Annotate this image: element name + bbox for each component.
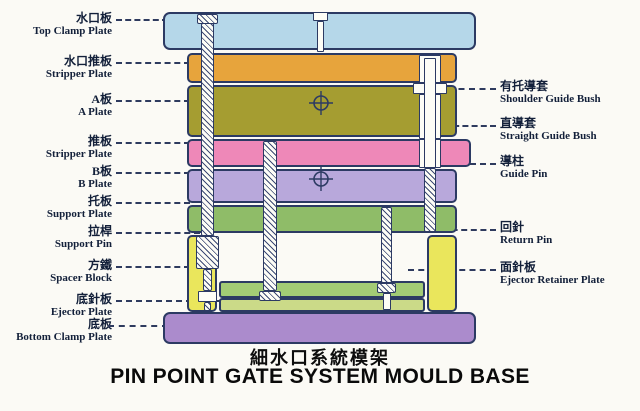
label-en: Shoulder Guide Bush [500,93,601,106]
label-en: Support Plate [46,208,112,221]
label-zh: 有托導套 [500,79,549,93]
top-stripper-plate [187,53,457,83]
label-en: B Plate [78,178,112,191]
label-zh: 回針 [500,220,525,234]
support-pin-lower-shaft [203,269,212,291]
label-zh: 水口板 [75,11,112,25]
guide-pin [424,168,436,232]
label-stripper-plate: 推板 Stripper Plate [45,134,112,161]
leader-support-pin [116,232,200,234]
label-zh: 底板 [87,317,112,331]
leader-top-clamp-plate [116,19,168,21]
label-zh: 方鐵 [87,258,112,272]
label-zh: 直導套 [500,116,537,130]
support-plate [187,205,457,233]
leader-ejector-plate [116,300,222,302]
label-zh: 底針板 [75,292,112,306]
leader-shoulder-guide-bush [448,88,496,90]
guide-pin-upper [424,58,436,168]
label-en: Bottom Clamp Plate [16,331,112,344]
leader-a-plate [116,100,190,102]
label-support-pin: 拉桿 Support Pin [54,224,112,251]
top-bolt-shaft [317,21,324,52]
spacer-block-right [427,235,457,312]
leader-bottom-clamp-plate [108,325,168,327]
title-english: PIN POINT GATE SYSTEM MOULD BASE [110,365,530,388]
label-b-plate: B板 B Plate [78,164,112,191]
label-shoulder-guide-bush: 有托導套 Shoulder Guide Bush [500,79,601,106]
label-ejector-retainer-plate: 面針板 Ejector Retainer Plate [500,260,605,287]
label-a-plate: A板 A Plate [78,92,112,119]
top-bolt-head [313,12,328,21]
leader-stripper-plate [116,142,190,144]
label-stripper-plate-top: 水口推板 Stripper Plate [45,54,112,81]
label-zh: 推板 [87,134,112,148]
ejector-plate [219,298,425,312]
return-pin-head [377,283,396,293]
support-pin-shoulder [196,236,219,269]
label-bottom-clamp-plate: 底板 Bottom Clamp Plate [16,317,112,344]
label-en: Return Pin [500,234,553,247]
center-mark-icon [309,167,333,191]
label-zh: A板 [91,92,112,106]
a-plate [187,85,457,137]
label-zh: 面針板 [500,260,537,274]
label-en: Ejector Retainer Plate [500,274,605,287]
leader-support-plate [116,202,190,204]
label-guide-pin: 導柱 Guide Pin [500,154,548,181]
label-en: Stripper Plate [45,68,112,81]
label-top-clamp-plate: 水口板 Top Clamp Plate [32,11,112,38]
label-return-pin: 回針 Return Pin [500,220,553,247]
label-zh: 拉桿 [87,224,112,238]
label-en: Top Clamp Plate [32,25,112,38]
label-zh: 水口推板 [63,54,112,68]
support-pin-shaft [201,23,214,236]
label-en: Support Pin [54,238,112,251]
label-straight-guide-bush: 直導套 Straight Guide Bush [500,116,597,143]
leader-straight-guide-bush [444,125,496,127]
leader-spacer-block [116,266,190,268]
label-en: Guide Pin [500,168,548,181]
label-spacer-block: 方鐵 Spacer Block [50,258,112,285]
leader-stripper-plate-top [116,62,190,64]
return-pin-bolt [383,293,391,310]
label-en: Spacer Block [50,272,112,285]
support-pin-tip [204,302,211,311]
center-pin-shaft [263,141,277,291]
label-support-plate: 托板 Support Plate [46,194,112,221]
return-pin-shaft [381,207,392,283]
label-zh: 導柱 [500,154,525,168]
label-en: Ejector Plate [50,306,112,319]
label-en: A Plate [78,106,112,119]
center-mark-icon [309,91,333,115]
label-zh: B板 [91,164,112,178]
label-en: Stripper Plate [45,148,112,161]
label-zh: 托板 [87,194,112,208]
leader-b-plate [116,172,190,174]
title-chinese: 細水口系統模架 [250,348,390,368]
center-pin-head [259,291,281,301]
label-ejector-plate: 底針板 Ejector Plate [50,292,112,319]
support-pin-nut [198,291,217,302]
label-en: Straight Guide Bush [500,130,597,143]
bottom-clamp-plate [163,312,476,344]
